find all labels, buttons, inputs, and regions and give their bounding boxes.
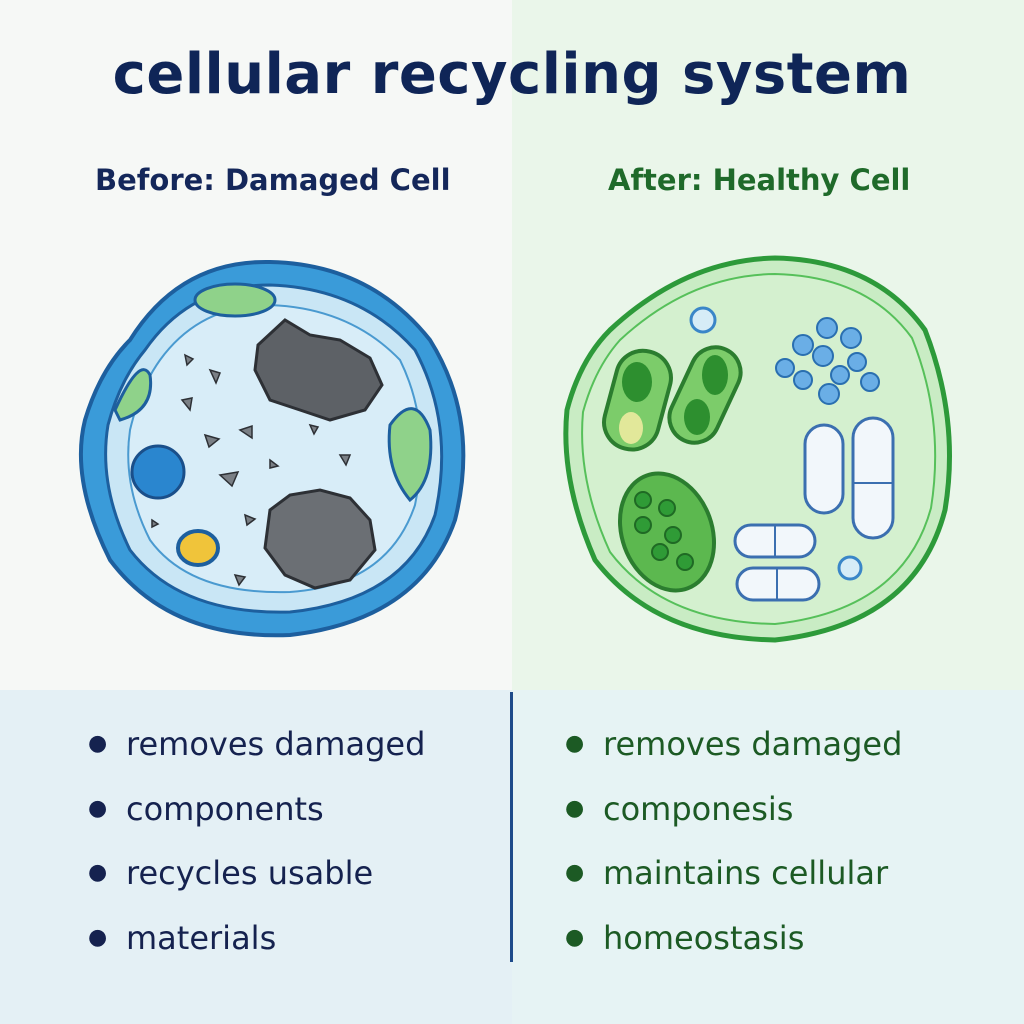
chloroplast-left bbox=[113, 368, 153, 422]
vesicle bbox=[176, 529, 220, 567]
list-item: ●materials bbox=[88, 916, 425, 981]
column-divider bbox=[510, 692, 513, 962]
lysosome-capsule-2 bbox=[851, 416, 895, 540]
debris-clump-bottom bbox=[263, 488, 377, 590]
bullet-icon: ● bbox=[88, 860, 108, 885]
after-heading: After: Healthy Cell bbox=[608, 163, 911, 197]
chloroplast-right bbox=[387, 407, 433, 503]
vesicle-small bbox=[689, 306, 717, 334]
list-item: ●removes damaged bbox=[88, 722, 425, 787]
page-title: cellular recycling system bbox=[112, 42, 912, 107]
after-bullet-list: ●removes damaged ●componesis ●maintains … bbox=[565, 722, 902, 980]
list-item: ●recycles usable bbox=[88, 851, 425, 916]
debris-fragments bbox=[151, 353, 352, 587]
chloroplast-top bbox=[193, 282, 277, 318]
lysosome-capsule-1 bbox=[803, 423, 845, 515]
list-item: ●homeostasis bbox=[565, 916, 902, 981]
vesicle-small-2 bbox=[837, 555, 863, 581]
before-bullet-list: ●removes damaged ●components ●recycles u… bbox=[88, 722, 425, 980]
bullet-icon: ● bbox=[565, 731, 585, 756]
before-heading: Before: Damaged Cell bbox=[95, 163, 451, 197]
bullet-icon: ● bbox=[565, 860, 585, 885]
healthy-cell-illustration bbox=[563, 255, 952, 643]
bullet-icon: ● bbox=[88, 795, 108, 821]
list-item: ●components bbox=[88, 787, 425, 852]
ribosome-cluster bbox=[775, 317, 880, 405]
bullet-icon: ● bbox=[88, 731, 108, 756]
list-item: ●maintains cellular bbox=[565, 851, 902, 916]
chloroplast-grana bbox=[634, 491, 694, 571]
damaged-cell-illustration bbox=[78, 259, 466, 638]
bullet-icon: ● bbox=[88, 924, 108, 950]
nucleus bbox=[130, 444, 186, 500]
list-item: ●componesis bbox=[565, 787, 902, 852]
bullet-icon: ● bbox=[565, 924, 585, 950]
debris-clump-top bbox=[253, 318, 384, 422]
bullet-icon: ● bbox=[565, 795, 585, 821]
bullet-section-right bbox=[512, 690, 1024, 1024]
list-item: ●removes damaged bbox=[565, 722, 902, 787]
